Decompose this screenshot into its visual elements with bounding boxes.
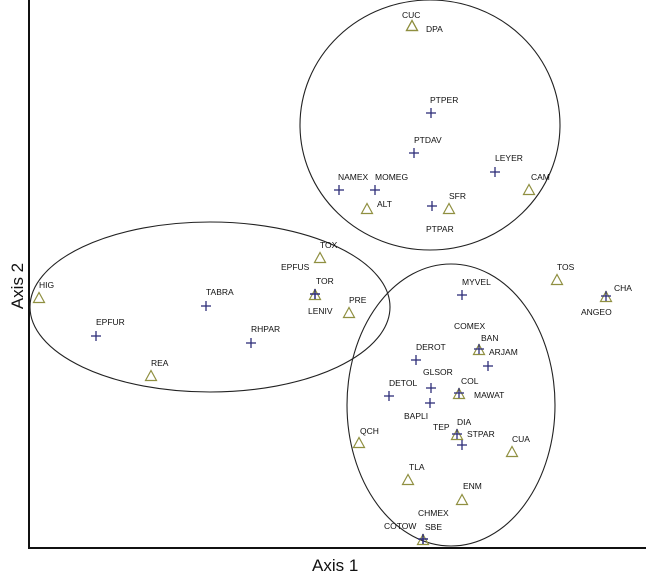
point-label: PTDAV	[414, 135, 442, 145]
axes	[28, 0, 646, 549]
point-label: TOR	[316, 276, 334, 286]
cross-marker-icon	[426, 108, 436, 118]
cross-marker-icon	[454, 388, 464, 398]
triangle-marker-icon	[360, 202, 374, 215]
cross-marker-icon	[418, 534, 428, 544]
point-label: SFR	[449, 191, 466, 201]
triangle-marker-icon	[522, 183, 536, 196]
cross-marker-icon	[427, 201, 437, 211]
cross-marker-icon	[601, 291, 611, 301]
point-label: LENIV	[308, 306, 333, 316]
point-label: TLA	[409, 462, 425, 472]
triangle-marker-icon	[455, 493, 469, 506]
point-label: TABRA	[206, 287, 234, 297]
triangle-marker-icon	[32, 291, 46, 304]
point-label: DEROT	[416, 342, 446, 352]
point-label: COTOW	[384, 521, 416, 531]
point-label: ANGEO	[581, 307, 612, 317]
cross-marker-icon	[474, 344, 484, 354]
point-label: TOS	[557, 262, 575, 272]
cross-marker-icon	[457, 440, 467, 450]
triangle-marker-icon	[405, 19, 419, 32]
triangle-marker-icon	[401, 473, 415, 486]
point-label: ENM	[463, 481, 482, 491]
cross-marker-icon	[201, 301, 211, 311]
triangle-marker-icon	[442, 202, 456, 215]
cross-marker-icon	[334, 185, 344, 195]
point-label: CUC	[402, 10, 420, 20]
triangle-marker-icon	[550, 273, 564, 286]
point-label: DIA	[457, 417, 472, 427]
cross-marker-icon	[483, 361, 493, 371]
point-label: MAWAT	[474, 390, 504, 400]
point-label: NAMEX	[338, 172, 369, 182]
lower-right-group-ellipse	[346, 263, 556, 547]
triangle-marker-icon	[405, 19, 419, 32]
data-markers	[32, 19, 613, 546]
point-label: SBE	[425, 522, 442, 532]
point-label: DPA	[426, 24, 443, 34]
point-label: LEYER	[495, 153, 523, 163]
cross-marker-icon	[246, 338, 256, 348]
cross-marker-icon	[310, 289, 320, 299]
cross-marker-icon	[457, 290, 467, 300]
point-label: PTPER	[430, 95, 458, 105]
cross-marker-icon	[425, 398, 435, 408]
group-ellipses	[29, 0, 561, 547]
point-label: MYVEL	[462, 277, 491, 287]
point-label: ARJAM	[489, 347, 518, 357]
cross-marker-icon	[490, 167, 500, 177]
triangle-marker-icon	[352, 436, 366, 449]
point-label: RHPAR	[251, 324, 280, 334]
point-label: REA	[151, 358, 169, 368]
point-label: ALT	[377, 199, 392, 209]
point-label: COMEX	[454, 321, 486, 331]
cross-marker-icon	[370, 185, 380, 195]
point-label: BAN	[481, 333, 498, 343]
point-label: EPFUR	[96, 317, 125, 327]
upper-group-ellipse	[299, 0, 561, 251]
cross-marker-icon	[426, 383, 436, 393]
point-label: CHA	[614, 283, 632, 293]
point-label: CHMEX	[418, 508, 449, 518]
point-label: CAM	[531, 172, 550, 182]
point-label: HIG	[39, 280, 54, 290]
point-label: DETOL	[389, 378, 417, 388]
point-label: CUA	[512, 434, 530, 444]
point-label: PRE	[349, 295, 367, 305]
point-label: PTPAR	[426, 224, 454, 234]
cross-marker-icon	[452, 429, 462, 439]
point-label: GLSOR	[423, 367, 453, 377]
point-label: TOX	[320, 240, 338, 250]
point-label: EPFUS	[281, 262, 310, 272]
triangle-marker-icon	[313, 251, 327, 264]
triangle-marker-icon	[144, 369, 158, 382]
cross-marker-icon	[91, 331, 101, 341]
triangle-marker-icon	[342, 306, 356, 319]
point-label: STPAR	[467, 429, 495, 439]
cross-marker-icon	[411, 355, 421, 365]
x-axis-title: Axis 1	[312, 556, 359, 575]
cross-marker-icon	[384, 391, 394, 401]
y-axis-title: Axis 2	[8, 262, 27, 310]
cross-marker-icon	[409, 148, 419, 158]
point-label: COL	[461, 376, 479, 386]
triangle-marker-icon	[505, 445, 519, 458]
point-label: MOMEG	[375, 172, 408, 182]
point-labels: CUC DPA ALT SFR CAM TOX TOR PRE HIG REA TOS CHA BAN C…	[39, 10, 632, 532]
point-label: QCH	[360, 426, 379, 436]
point-label: BAPLI	[404, 411, 428, 421]
point-label: TEP	[433, 422, 450, 432]
